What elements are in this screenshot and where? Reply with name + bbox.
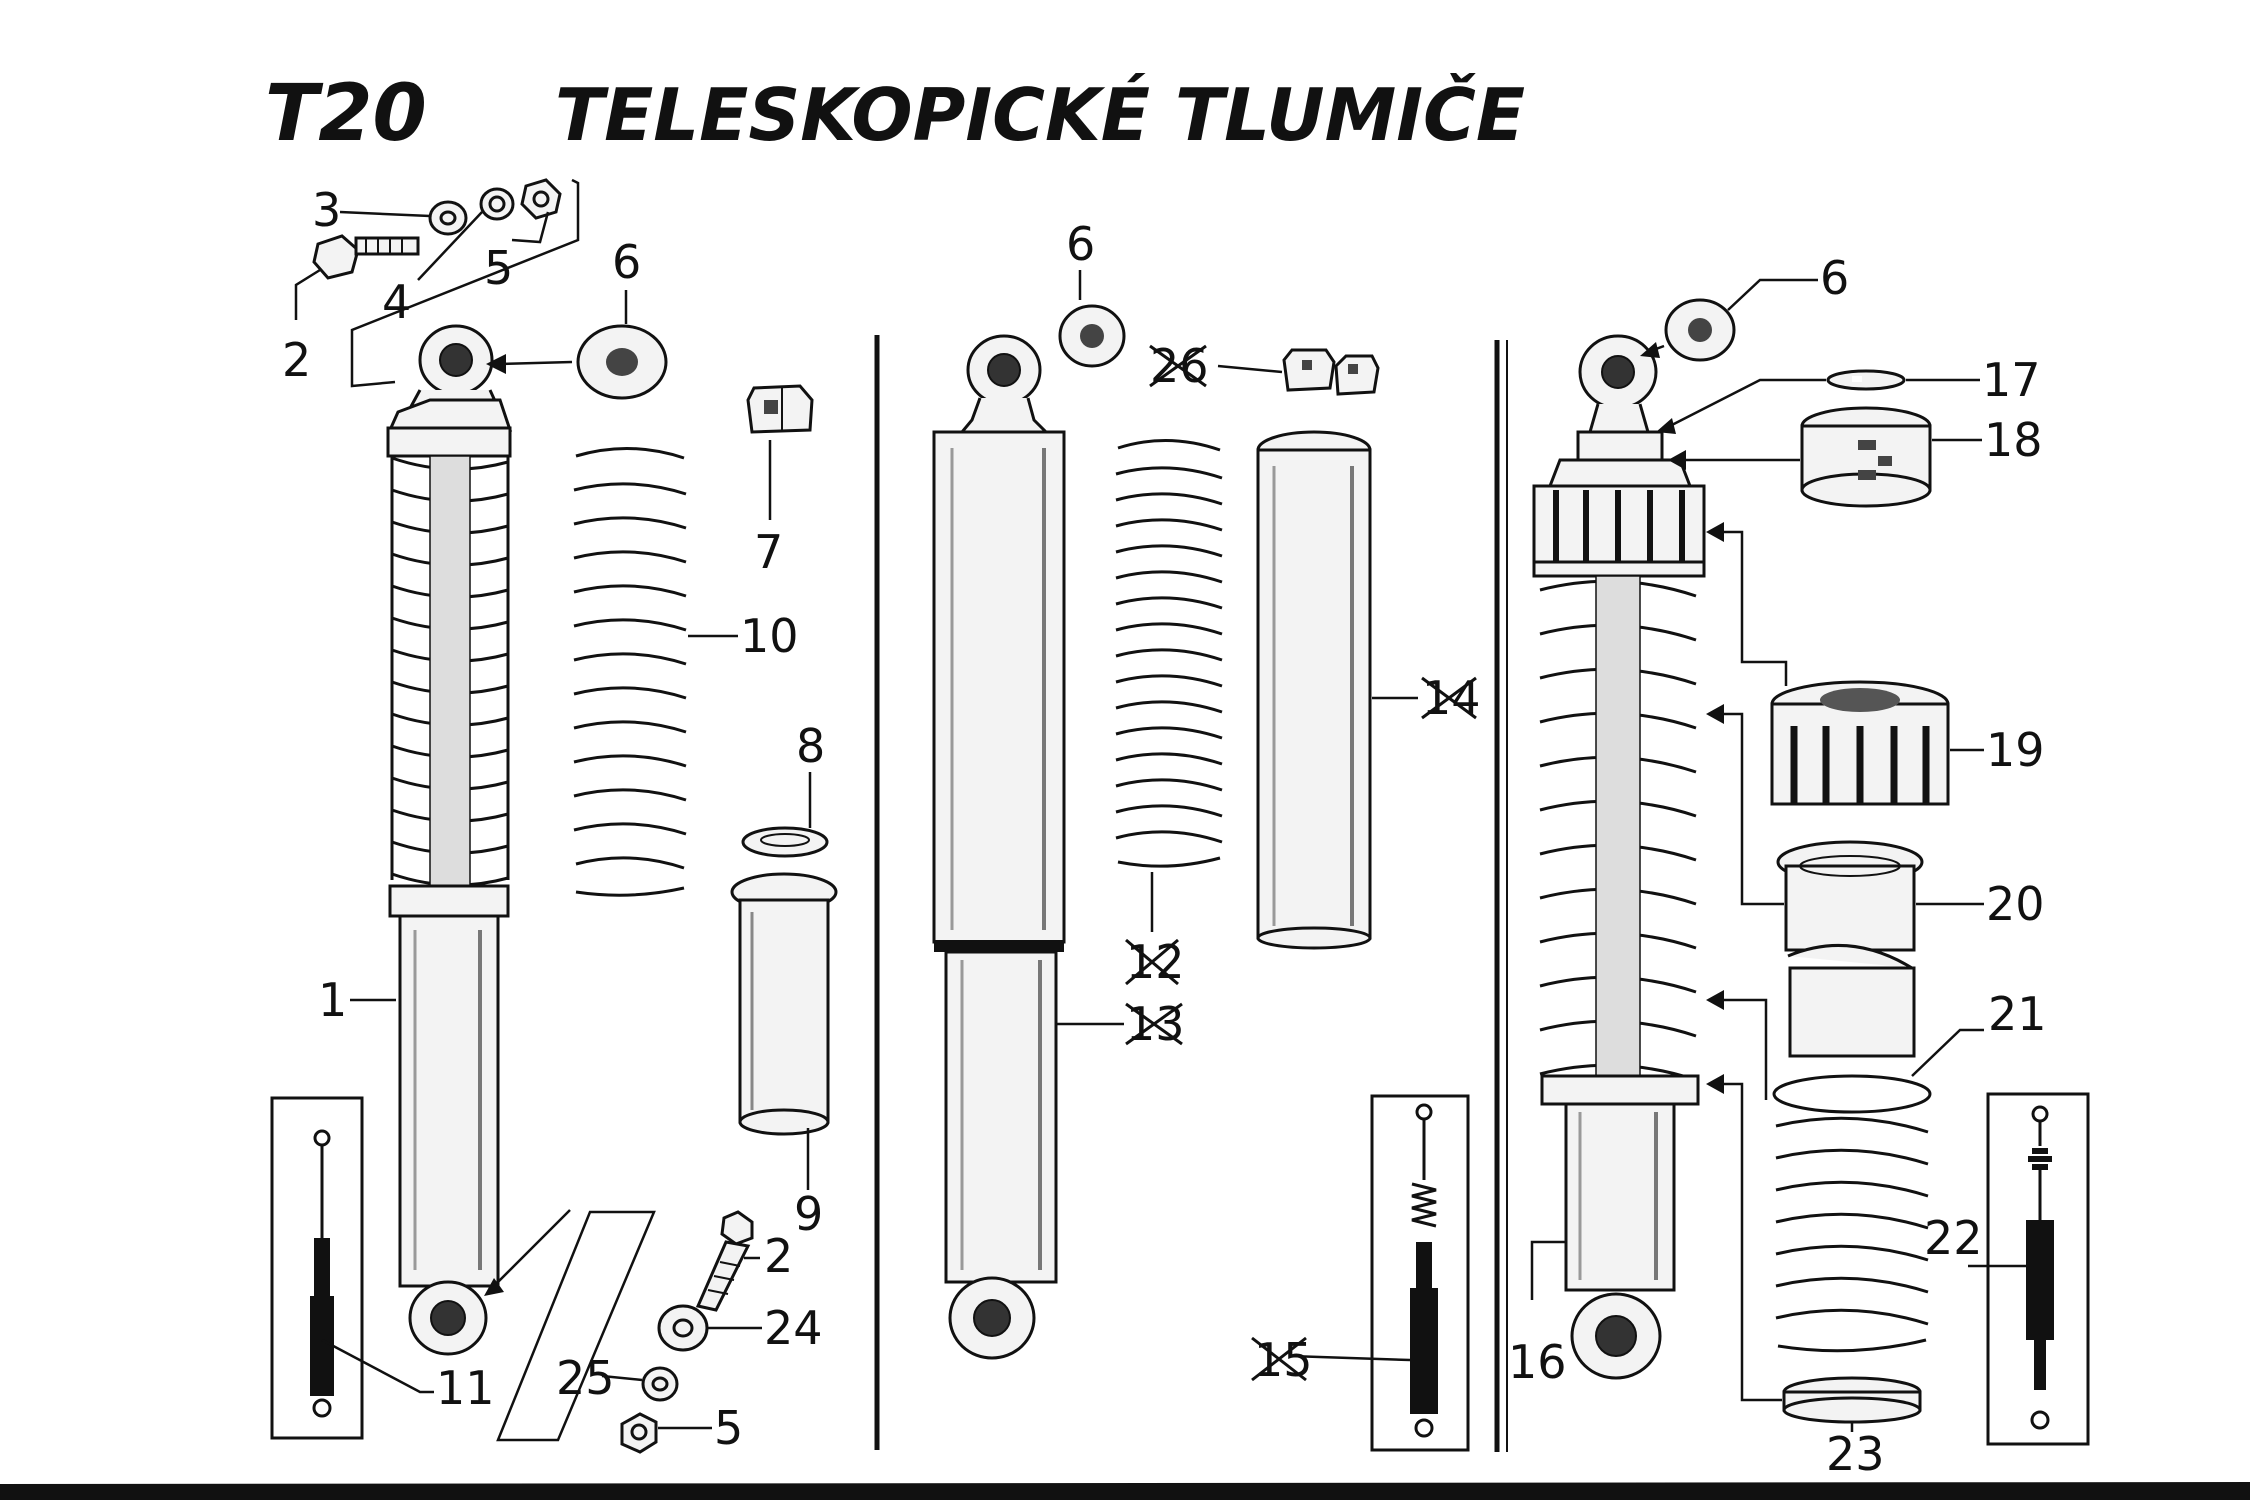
inset-diagram-right (1986, 1092, 2090, 1446)
label-18: 18 (1984, 413, 2043, 467)
ring-part-8 (741, 826, 829, 858)
sleeve-part-20 (1776, 840, 1924, 1058)
label-25: 25 (556, 1351, 615, 1405)
title-model: T20 (265, 69, 427, 159)
leader-11 (321, 1338, 434, 1394)
leader-21 (1911, 1028, 1984, 1077)
arrow-20 (1720, 712, 1784, 906)
label-20: 20 (1986, 877, 2045, 931)
nut-part-5-top (520, 178, 562, 220)
nut-part-18 (1800, 406, 1932, 508)
tube-part-14 (1256, 430, 1372, 950)
leader-5-top (511, 211, 550, 244)
label-6-right: 6 (1820, 251, 1849, 305)
label-16: 16 (1508, 1335, 1567, 1389)
label-17: 17 (1982, 353, 2041, 407)
leader-3 (339, 210, 431, 218)
shock-absorber-part-16 (1532, 334, 1706, 1380)
arrow-6-left (497, 360, 573, 366)
leader-6-right (1727, 278, 1818, 311)
label-1: 1 (318, 973, 347, 1027)
label-2-lower: 2 (764, 1229, 793, 1283)
shock-16-spring-coils (1539, 575, 1697, 1082)
spring-part-21 (1772, 1074, 1932, 1353)
label-11: 11 (436, 1361, 495, 1415)
bolt-part-2-top (312, 234, 420, 280)
title-heading: TELESKOPICKÉ TLUMIČE (555, 73, 1525, 157)
washer-part-25 (641, 1366, 679, 1402)
label-6-middle: 6 (1066, 217, 1095, 271)
caps-part-26 (1282, 348, 1380, 396)
spring-part-10 (573, 446, 687, 897)
leader-25 (601, 1374, 643, 1382)
washer-part-4-top (479, 187, 515, 221)
label-5-lower: 5 (714, 1401, 743, 1455)
label-21: 21 (1988, 987, 2047, 1041)
leader-15 (1289, 1354, 1411, 1362)
shock-absorber-part-1 (386, 324, 513, 1356)
inset-diagram-left (270, 1096, 364, 1440)
bushing-part-6-left (576, 324, 668, 400)
nut-part-5-lower (620, 1412, 658, 1454)
label-9: 9 (794, 1187, 823, 1241)
cross-15-b (1251, 1336, 1307, 1382)
bolt-part-2-lower (695, 1210, 754, 1312)
washer-part-24 (657, 1304, 709, 1352)
arrow-21 (1720, 998, 1768, 1100)
cross-12-b (1125, 938, 1179, 986)
seat-part-23 (1782, 1376, 1922, 1424)
label-10: 10 (740, 609, 799, 663)
label-23: 23 (1826, 1427, 1885, 1481)
shock-1-spring-coils (390, 455, 510, 887)
arrow-17 (1665, 378, 1826, 430)
lower-hardware-bracket (496, 1210, 656, 1442)
arrow-23 (1720, 1082, 1782, 1402)
spring-part-12 (1115, 438, 1223, 868)
label-8: 8 (796, 719, 825, 773)
hardware-group-bracket (350, 178, 580, 388)
arrow-bracket-left (487, 1209, 571, 1293)
page-bottom-edge (0, 1482, 2250, 1500)
label-5-top: 5 (484, 241, 513, 295)
label-6-left: 6 (612, 235, 641, 289)
leader-16 (1530, 1240, 1566, 1300)
cross-14-b (1421, 676, 1477, 720)
label-24: 24 (764, 1301, 823, 1355)
leader-26 (1217, 364, 1283, 374)
cross-26-b (1149, 344, 1207, 388)
cross-13-b (1125, 1002, 1183, 1046)
leader-2-top (294, 268, 321, 320)
label-7: 7 (754, 525, 783, 579)
inset-diagram-middle (1370, 1094, 1470, 1452)
label-4: 4 (382, 275, 411, 329)
cap-part-7 (746, 384, 814, 434)
label-19: 19 (1986, 723, 2045, 777)
label-2-top: 2 (282, 333, 311, 387)
arrow-19 (1720, 530, 1788, 686)
clip-part-17 (1826, 369, 1906, 391)
sleeve-part-9 (730, 872, 838, 1136)
label-22: 22 (1924, 1211, 1983, 1265)
shock-absorber-middle (932, 334, 1066, 1360)
adjuster-part-19 (1770, 680, 1950, 806)
label-3: 3 (312, 183, 341, 237)
bushing-part-6-middle (1058, 304, 1126, 368)
leader-4 (417, 211, 483, 281)
washer-part-3-top (428, 200, 468, 236)
bushing-part-6-right (1664, 298, 1736, 362)
